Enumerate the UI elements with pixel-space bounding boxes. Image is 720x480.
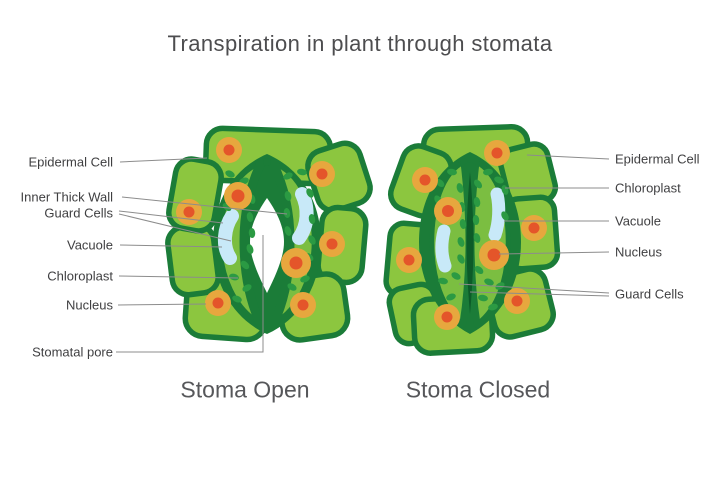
guard-cell-junction [464,162,476,172]
label-chloroplast-right: Chloroplast [615,180,681,196]
leader-lines [116,154,610,353]
guard-cell-junction [263,158,271,166]
label-inner-thick-wall: Inner Thick Wall [20,189,113,205]
chloroplasts-closed [434,168,509,312]
label-guard-cells-left: Guard Cells [44,205,113,221]
inner-thick-wall-right [268,158,295,328]
page-title: Transpiration in plant through stomata [167,31,553,56]
vacuole [488,187,506,242]
vacuole [292,187,314,245]
label-epidermal-cell-left: Epidermal Cell [28,154,113,170]
label-nucleus-left: Nucleus [66,297,113,313]
vacuole [435,224,452,273]
label-stomatal-pore: Stomatal pore [32,344,113,360]
epidermal-cell [165,222,221,298]
label-chloroplast-left: Chloroplast [47,268,113,284]
closed-pore-slit [466,172,474,314]
caption-stoma-open: Stoma Open [180,376,310,403]
label-vacuole-right: Vacuole [615,213,662,229]
nuclei-closed [396,140,547,330]
stomatal-pore-opening [250,198,284,293]
label-epidermal-cell-right: Epidermal Cell [615,151,700,167]
caption-stoma-closed: Stoma Closed [405,376,551,403]
label-guard-cells-right: Guard Cells [615,286,684,302]
stoma-open-figure [165,125,373,343]
inner-thick-wall-left [239,158,266,328]
label-vacuole-left: Vacuole [66,237,113,253]
stoma-closed-figure [383,124,561,356]
vacuole [218,209,239,265]
nuclei-open [176,137,345,318]
label-nucleus-right: Nucleus [615,244,662,260]
